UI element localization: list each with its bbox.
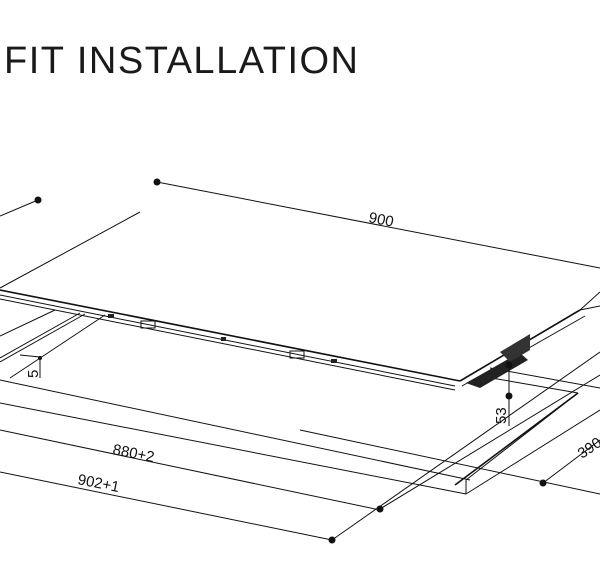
dim-overall-width: 902+1 bbox=[76, 471, 121, 496]
page-title: FIT INSTALLATION bbox=[4, 40, 360, 82]
hob bbox=[0, 210, 600, 391]
bracket bbox=[331, 359, 337, 363]
dimension-lines bbox=[0, 178, 600, 544]
dim-recess: 5 bbox=[25, 370, 42, 378]
bracket bbox=[221, 337, 226, 341]
dim-cutout-width: 880+2 bbox=[111, 441, 156, 466]
dim-height: 53 bbox=[493, 407, 510, 424]
dim-hob-width: 900 bbox=[367, 209, 395, 230]
control-unit bbox=[466, 353, 528, 388]
bracket bbox=[289, 350, 305, 359]
dim-cutout-depth: 390 bbox=[575, 434, 600, 462]
bracket bbox=[140, 320, 156, 329]
worktop bbox=[0, 309, 600, 495]
bracket bbox=[108, 314, 114, 318]
